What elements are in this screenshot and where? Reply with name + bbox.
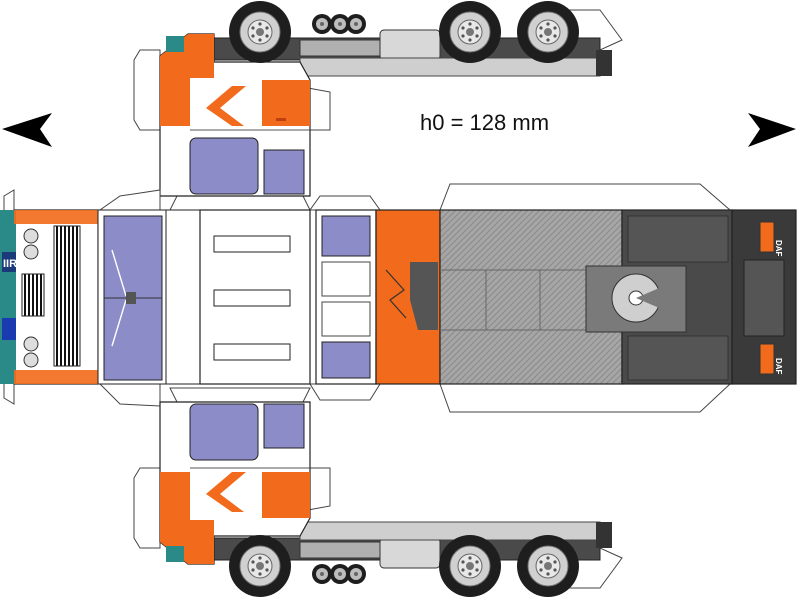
logo-chevron-icon bbox=[206, 86, 246, 126]
scale-label: h0 = 128 mm bbox=[420, 110, 550, 135]
arrow-left-icon[interactable] bbox=[2, 113, 52, 147]
middle-plan-panel: IIR bbox=[0, 183, 797, 413]
bottom-side-panel bbox=[133, 387, 623, 598]
top-side-panel bbox=[133, 0, 623, 211]
brand-text-upper: DAF bbox=[774, 240, 783, 257]
plate-text: IIR bbox=[3, 258, 17, 270]
brand-text-lower: DAF bbox=[774, 358, 783, 375]
arrow-right-icon[interactable] bbox=[748, 113, 796, 147]
